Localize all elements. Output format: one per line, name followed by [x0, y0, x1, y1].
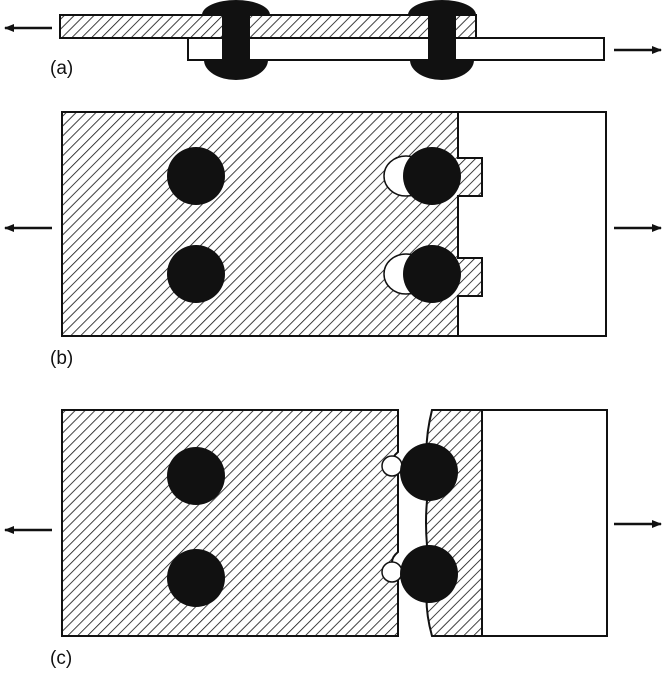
rivet — [400, 443, 458, 501]
panel-b: (b) — [4, 111, 662, 369]
panel-label-a: (a) — [50, 58, 73, 79]
panel-a: (a) — [4, 0, 662, 80]
panel-label-c: (c) — [50, 648, 72, 669]
rivet-side-1 — [202, 0, 270, 80]
panel-c: (c) — [4, 409, 662, 669]
white-plate — [469, 409, 608, 637]
rivet — [167, 447, 225, 505]
rivet — [167, 147, 225, 205]
panel-label-b: (b) — [50, 348, 73, 369]
hole-gap — [381, 561, 403, 583]
lower-plate — [187, 37, 605, 61]
rivet — [403, 245, 461, 303]
rivet — [167, 549, 225, 607]
white-plate — [439, 111, 607, 337]
rivet-side-2 — [408, 0, 476, 80]
rivet — [400, 545, 458, 603]
rivet — [167, 245, 225, 303]
rivet — [403, 147, 461, 205]
upper-plate — [59, 14, 477, 39]
hatched-plate — [61, 111, 483, 337]
hatched-plate-main — [61, 409, 399, 637]
hole-gap — [381, 455, 403, 477]
